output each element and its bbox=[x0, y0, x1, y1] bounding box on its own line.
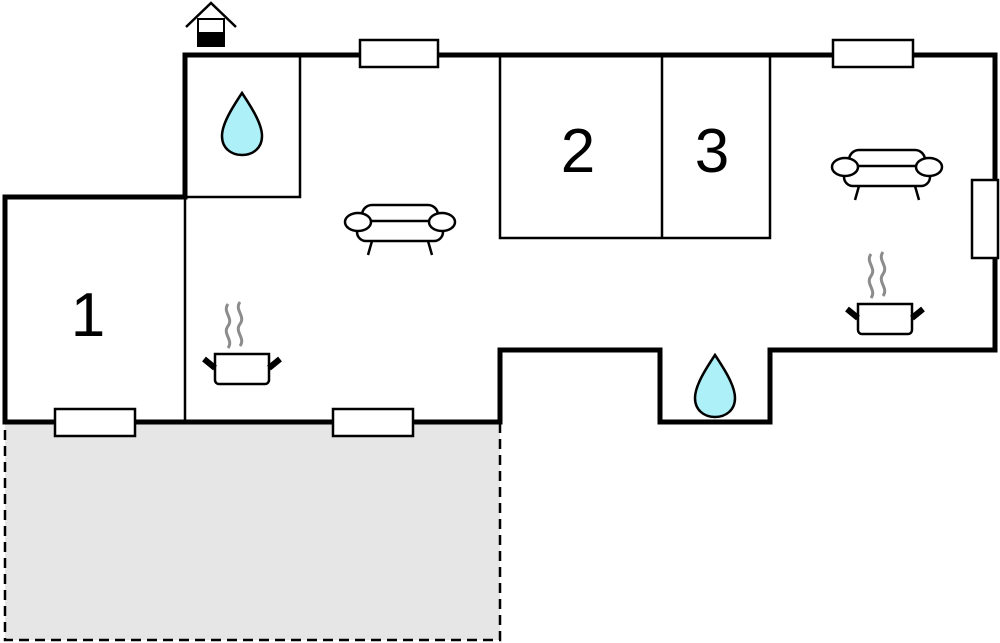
kitchen-pot-icon bbox=[847, 252, 923, 334]
sofa-icon bbox=[343, 203, 457, 257]
terrace bbox=[3, 420, 502, 642]
window-icon bbox=[970, 178, 1000, 260]
window-icon bbox=[358, 38, 440, 69]
room-label-1: 1 bbox=[71, 281, 105, 350]
outer-wall bbox=[2, 52, 998, 425]
bathroom-drop-icon bbox=[693, 353, 737, 419]
entrance-icon bbox=[185, 1, 237, 47]
room-label-3: 3 bbox=[695, 117, 729, 186]
room-label-2: 2 bbox=[561, 117, 595, 186]
bathroom-drop-icon bbox=[220, 91, 264, 157]
kitchen-pot-icon bbox=[204, 302, 280, 384]
window-icon bbox=[831, 38, 915, 69]
window-icon bbox=[53, 407, 137, 438]
window-icon bbox=[331, 407, 415, 438]
bedroom-block bbox=[498, 53, 772, 240]
sofa-icon bbox=[830, 148, 944, 202]
